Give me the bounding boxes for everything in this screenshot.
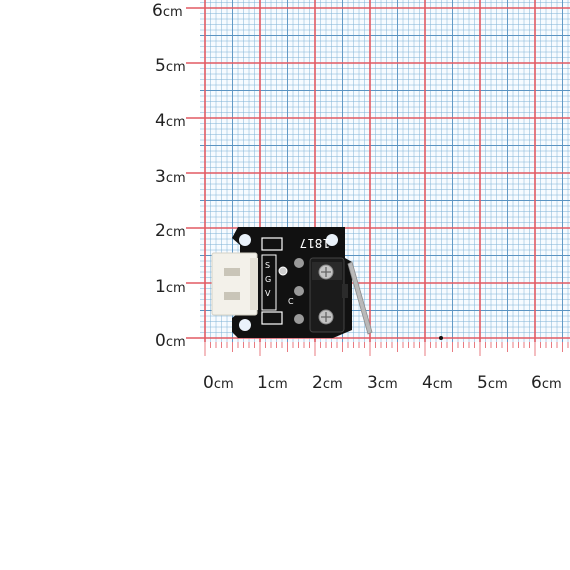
small-component: [278, 266, 288, 276]
y-label-2: 2cm: [155, 221, 186, 241]
switch-lever: [347, 261, 373, 335]
microswitch: [309, 257, 348, 333]
connector-side: [250, 258, 258, 310]
y-label-5: 5cm: [155, 56, 186, 76]
mounting-hole-bottom-left: [239, 319, 251, 331]
jst-connector: [211, 252, 258, 316]
switch-screw-slot-top: [321, 267, 331, 277]
x-label-3: 3cm: [367, 373, 398, 393]
y-label-4: 4cm: [155, 111, 186, 131]
connector-slot-bottom: [224, 292, 240, 300]
solder-pad-2: [294, 286, 304, 296]
silkscreen-v: V: [265, 289, 271, 298]
switch-screw-slot-bottom: [321, 312, 331, 322]
silkscreen-model: 1817: [299, 236, 330, 250]
grid-dot: [439, 336, 443, 340]
y-axis-labels: 6cm 5cm 4cm 3cm 2cm 1cm 0cm: [152, 1, 186, 351]
y-label-3: 3cm: [155, 167, 186, 187]
x-label-1: 1cm: [257, 373, 288, 393]
ruler-ticks: [204, 342, 569, 356]
solder-pad-1: [294, 258, 304, 268]
x-label-4: 4cm: [422, 373, 453, 393]
x-label-5: 5cm: [477, 373, 508, 393]
switch-button: [342, 284, 348, 298]
x-label-0: 0cm: [203, 373, 234, 393]
silkscreen-s: S: [265, 261, 270, 270]
connector-slot-top: [224, 268, 240, 276]
mounting-hole-top-right: [326, 234, 338, 246]
silkscreen-c: C: [288, 297, 294, 306]
bottom-ruler-strip: [200, 342, 570, 358]
endstop-board: 1817 S G V C: [211, 227, 373, 338]
x-axis-labels: 0cm 1cm 2cm 3cm 4cm 5cm 6cm: [203, 373, 562, 393]
silkscreen-box-bottom: [261, 311, 283, 325]
y-label-6: 6cm: [152, 1, 183, 21]
x-label-6: 6cm: [531, 373, 562, 393]
mounting-hole-top-left: [239, 234, 251, 246]
y-label-1: 1cm: [155, 277, 186, 297]
solder-pad-3: [294, 314, 304, 324]
y-label-0: 0cm: [155, 331, 186, 351]
x-label-2: 2cm: [312, 373, 343, 393]
silkscreen-box-top: [261, 237, 283, 251]
silkscreen-g: G: [265, 275, 271, 284]
silkscreen-pin-column: [261, 254, 277, 311]
